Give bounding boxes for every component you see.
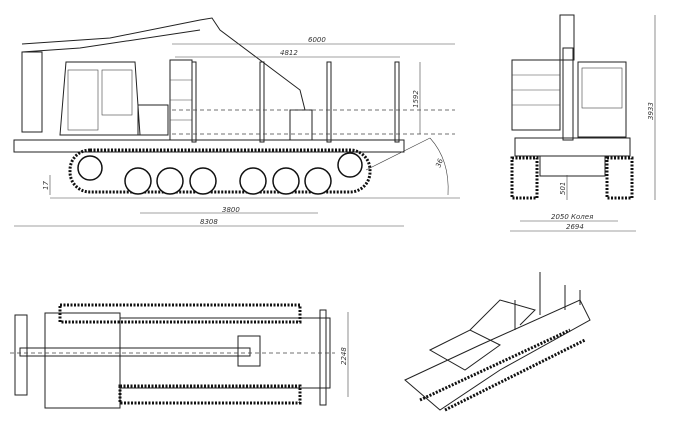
iso-cab (428, 329, 501, 371)
cab-front (577, 61, 627, 138)
isometric-view (404, 272, 591, 412)
front-frame (514, 137, 631, 157)
engine (137, 104, 169, 136)
dim-overall-height: 3933 (647, 102, 655, 120)
grapple (289, 109, 313, 141)
cab-top (44, 312, 121, 409)
stake (394, 61, 400, 143)
crane-boom-top (19, 347, 251, 357)
top-view: 2248 (10, 303, 349, 409)
dim-departure-angle: 36 (434, 157, 445, 169)
dim-wheelbase: 3800 (222, 206, 240, 214)
dim-track-gauge: 2050 Колея (551, 213, 593, 221)
stake (326, 61, 332, 143)
right-track (605, 156, 634, 200)
top-track-upper (58, 303, 302, 324)
dim-overall-length: 8308 (200, 218, 218, 226)
dim-front-clearance: 17 (42, 181, 50, 190)
cargo-deck (119, 317, 331, 389)
top-track-lower (118, 384, 302, 405)
bunk-stakes (511, 59, 561, 131)
crane-mast (559, 14, 575, 61)
dim-bunk-width: 2248 (340, 347, 348, 365)
cab (59, 61, 141, 136)
crane-column (21, 51, 43, 133)
dim-cargo-length: 6000 (308, 36, 326, 44)
front-view: 3933 501 2050 Колея 2694 (510, 14, 656, 232)
dim-ground-clearance: 501 (559, 182, 567, 195)
crane-base (14, 314, 28, 396)
stake (191, 61, 197, 143)
dim-overall-width: 2694 (566, 223, 584, 231)
rear-bunk (319, 309, 327, 406)
left-track (510, 156, 539, 200)
track (68, 148, 372, 194)
dim-bunk-length: 4812 (280, 49, 298, 57)
crane-boom (21, 17, 306, 111)
side-view: 6000 4812 1592 3800 8308 17 36 (13, 17, 460, 227)
grapple-top (237, 335, 261, 367)
dim-stake-height: 1592 (412, 90, 420, 108)
iso-body (404, 299, 591, 411)
stake (259, 61, 265, 143)
frame (13, 139, 405, 153)
